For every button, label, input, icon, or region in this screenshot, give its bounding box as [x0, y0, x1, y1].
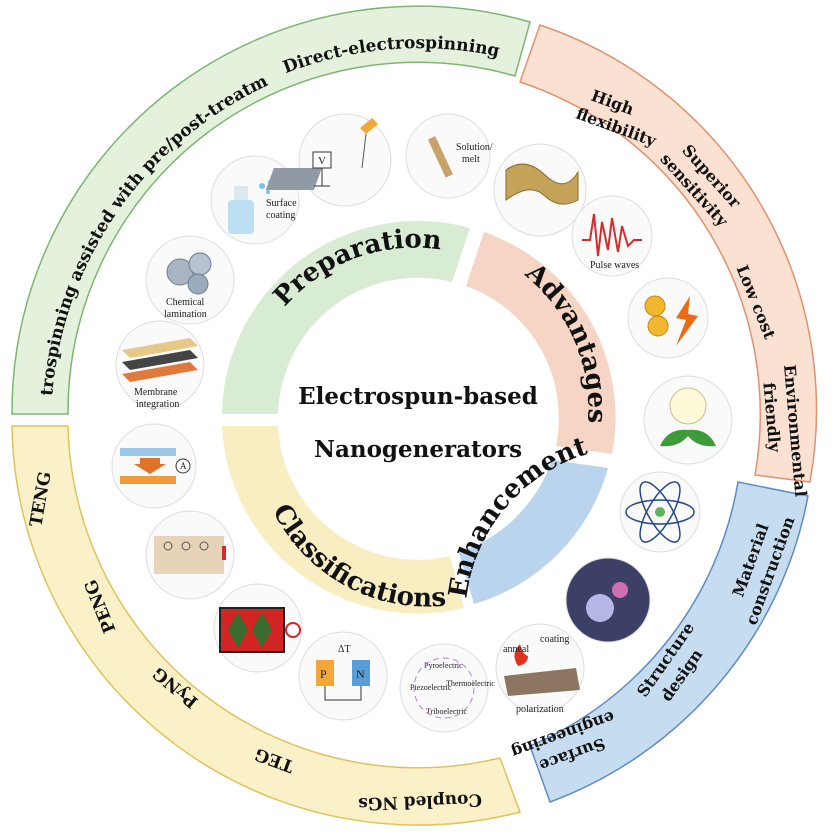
svg-text:Piezoelectric: Piezoelectric: [410, 683, 452, 692]
flame-icon: [514, 644, 528, 666]
thumb-teng: A: [111, 423, 197, 509]
svg-text:Chemical: Chemical: [166, 297, 205, 308]
svg-text:Pyroelectric: Pyroelectric: [424, 661, 463, 670]
bulb-icon: [669, 387, 707, 425]
outer-ring: [11, 5, 818, 826]
leaf-icon: [660, 429, 716, 447]
center-title-line1: Electrospun-based: [298, 383, 538, 410]
svg-text:polarization: polarization: [516, 704, 564, 715]
outer-sector-classifications: [11, 425, 521, 826]
svg-text:Membrane: Membrane: [134, 387, 178, 398]
svg-text:A: A: [180, 461, 187, 471]
coin-icon: [644, 295, 666, 317]
membrane-layers-icon: [122, 338, 198, 358]
svg-text:Thermoelectric: Thermoelectric: [446, 679, 495, 688]
thumb-pyng: [213, 583, 303, 673]
svg-text:coating: coating: [540, 634, 569, 645]
collector-plate-icon: [265, 168, 322, 190]
outer-sector-advantages: [519, 24, 818, 483]
inner-sector-preparation: [222, 220, 470, 414]
center-title-line2: Nanogenerators: [314, 436, 522, 463]
thumb-electrospinning-setup: V: [265, 113, 392, 207]
flexible-membrane-icon: [505, 163, 579, 205]
svg-text:P: P: [320, 667, 327, 681]
down-arrow-icon: [676, 296, 698, 346]
svg-text:ΔT: ΔT: [338, 644, 351, 655]
thumb-flexible-film: [493, 143, 587, 237]
svg-text:V: V: [318, 155, 326, 167]
nanofiber-sphere-icon: [586, 594, 614, 622]
svg-text:integration: integration: [136, 399, 179, 410]
piezo-film-icon: [154, 536, 224, 574]
arrow-down-icon: [134, 458, 166, 474]
outer-sector-preparation: [11, 5, 531, 415]
p-leg-icon: [316, 660, 334, 686]
svg-text:melt: melt: [462, 154, 480, 165]
svg-text:Pulse waves: Pulse waves: [590, 260, 639, 271]
syringe-icon: [427, 136, 453, 178]
svg-text:lamination: lamination: [164, 309, 207, 320]
inner-ring: [222, 220, 616, 614]
inner-sector-advantages: [466, 232, 616, 454]
ammeter-icon: [175, 458, 191, 474]
thumb-low-cost: [627, 277, 709, 359]
thumb-chemical-lamination: Chemical lamination: [145, 235, 235, 325]
atom-icon: [625, 499, 695, 525]
svg-text:N: N: [356, 667, 365, 681]
thumb-structure-design: [565, 557, 651, 643]
thumb-peng: [145, 510, 235, 600]
meter-icon: [285, 622, 301, 638]
inner-sector-enhancement: [458, 460, 608, 604]
svg-text:anneal: anneal: [503, 644, 529, 655]
coupled-cycle-icon: [413, 657, 475, 719]
thumb-material-construction: [619, 471, 701, 553]
fiber-mat-icon: [504, 668, 580, 696]
n-leg-icon: [352, 660, 370, 686]
svg-text:Surface: Surface: [266, 198, 297, 209]
thumb-surface-engineering: anneal coating polarization: [495, 623, 585, 715]
svg-text:coating: coating: [266, 210, 295, 221]
thumb-solution-melt: Solution/ melt: [405, 113, 493, 199]
svg-text:Solution/: Solution/: [456, 142, 493, 153]
thumb-coupled-ngs: Pyroelectric Piezoelectric Thermoelectri…: [399, 643, 495, 733]
inner-sector-classifications: [222, 426, 464, 614]
thumb-teg: ΔT P N: [298, 631, 388, 721]
thumb-environmental: [643, 375, 733, 465]
spray-bottle-icon: [228, 200, 254, 234]
svg-text:Triboelectric: Triboelectric: [426, 707, 467, 716]
outer-sector-enhancement: [529, 481, 809, 803]
thumb-pulse-waves: Pulse waves: [571, 195, 653, 277]
pulse-wave-icon: [582, 213, 642, 257]
thumb-membrane-integration: Membrane integration: [115, 320, 205, 410]
label-coupled-ngs: Coupled NGs: [358, 789, 482, 813]
